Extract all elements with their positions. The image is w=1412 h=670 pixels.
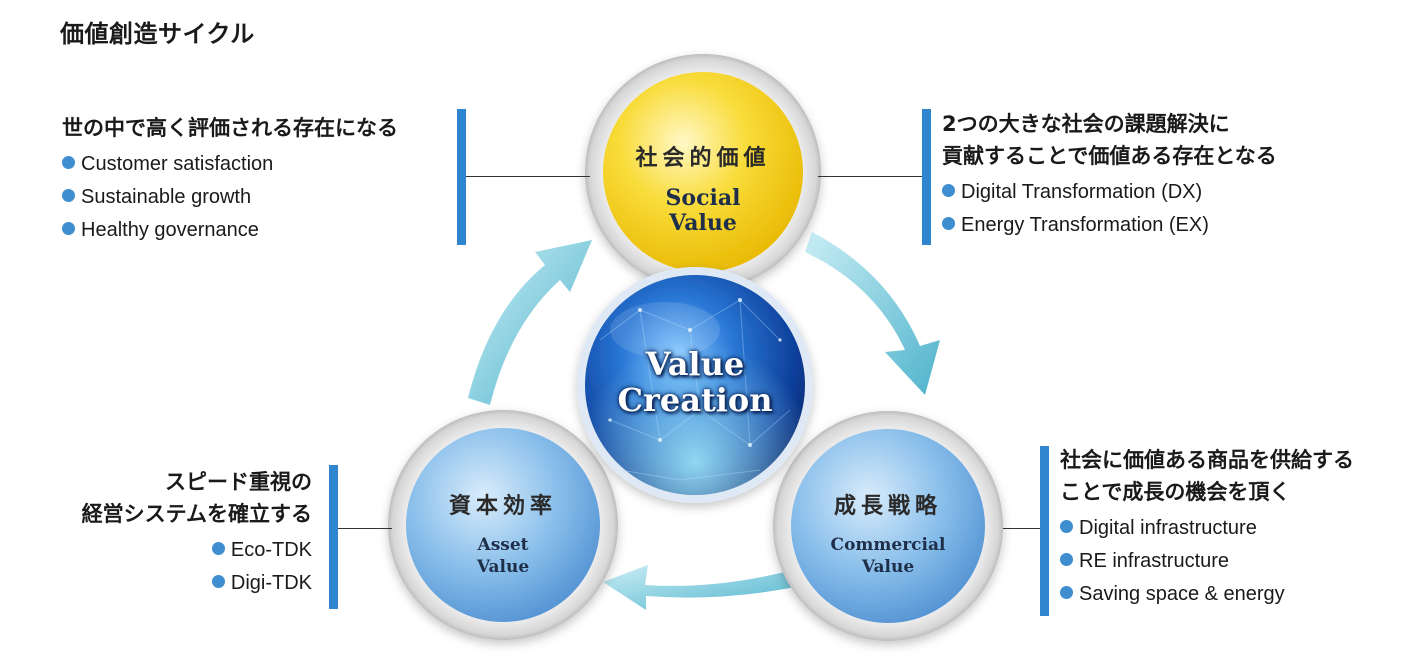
bullet-dot: [1060, 520, 1073, 533]
commercial-value-label: 成長戦略 Commercial Value: [788, 488, 988, 578]
bullet-dot: [1060, 586, 1073, 599]
value-creation-sphere: [577, 267, 813, 503]
panel-top-right-heading-line2: 貢献することで価値ある存在となる: [942, 144, 1277, 168]
list-item: Digital infrastructure: [1060, 512, 1354, 545]
panel-bottom-left-heading-line1: スピード重視の: [165, 470, 312, 494]
bullet-dot: [62, 222, 75, 235]
panel-top-left-list: Customer satisfaction Sustainable growth…: [62, 148, 398, 247]
panel-bottom-right-list: Digital infrastructure RE infrastructure…: [1060, 512, 1354, 611]
list-item-text: Digital Transformation (DX): [961, 181, 1203, 203]
bullet-dot: [211, 542, 225, 555]
accent-bar-top-left: [457, 109, 466, 245]
center-label-line2: Creation: [617, 381, 773, 419]
bullet-dot: [942, 184, 955, 197]
cycle-arrows: [468, 232, 940, 610]
commercial-value-jp: 成長戦略: [833, 494, 942, 519]
list-item: Energy Transformation (EX): [942, 209, 1277, 242]
social-value-en-line2: Value: [669, 210, 737, 236]
commercial-value-en-line2: Value: [861, 557, 915, 577]
asset-value-node: [388, 410, 618, 640]
bullet-dot: [62, 189, 75, 202]
bullet-dot: [211, 575, 225, 588]
arrow-commercial-to-asset: [603, 565, 805, 610]
social-value-en-line1: Social: [665, 185, 741, 211]
list-item: Digital Transformation (DX): [942, 176, 1277, 209]
asset-value-en-line1: Asset: [477, 535, 529, 555]
bullet-dot: [1060, 553, 1073, 566]
panel-bottom-left-list: Eco-TDK Digi-TDK: [40, 534, 312, 600]
bullet-dot: [62, 156, 75, 169]
accent-bar-bottom-left: [329, 465, 338, 609]
panel-bottom-left: スピード重視の 経営システムを確立する Eco-TDK Digi-TDK: [40, 466, 312, 600]
panel-top-right-heading-line1: 2つの大きな社会の課題解決に: [942, 112, 1230, 136]
social-value-label: 社会的価値 Social Value: [603, 140, 803, 236]
asset-value-en-line2: Value: [476, 557, 530, 577]
commercial-value-en-line1: Commercial: [830, 535, 946, 555]
asset-value-label: 資本効率 Asset Value: [403, 488, 603, 578]
list-item-text: Saving space & energy: [1079, 583, 1285, 605]
arrow-social-to-commercial: [805, 232, 940, 395]
accent-bar-top-right: [922, 109, 931, 245]
panel-bottom-left-heading-line2: 経営システムを確立する: [81, 502, 312, 526]
asset-value-jp: 資本効率: [448, 494, 557, 519]
center-label-line1: Value: [645, 345, 745, 383]
list-item: Healthy governance: [62, 214, 398, 247]
commercial-value-node: [773, 411, 1003, 641]
connector-top-right: [818, 176, 922, 177]
accent-bar-bottom-right: [1040, 446, 1049, 616]
list-item: Saving space & energy: [1060, 578, 1354, 611]
list-item-text: Energy Transformation (EX): [961, 214, 1209, 236]
panel-bottom-right: 社会に価値ある商品を供給する ことで成長の機会を頂く Digital infra…: [1060, 444, 1354, 611]
connector-top-left: [466, 176, 590, 177]
list-item-text: RE infrastructure: [1079, 550, 1230, 572]
arrow-asset-to-social: [468, 240, 592, 405]
panel-bottom-right-heading-line2: ことで成長の機会を頂く: [1060, 480, 1291, 504]
list-item-text: Sustainable growth: [81, 186, 252, 208]
social-value-node: [585, 54, 821, 290]
value-creation-label: Value Creation: [595, 346, 795, 418]
list-item-text: Digital infrastructure: [1079, 517, 1257, 539]
page-title: 価値創造サイクル: [60, 20, 255, 48]
list-item-text: Eco-TDK: [230, 539, 312, 561]
list-item: Digi-TDK: [40, 567, 312, 600]
list-item: Eco-TDK: [40, 534, 312, 567]
panel-top-right-list: Digital Transformation (DX) Energy Trans…: [942, 176, 1277, 242]
panel-bottom-right-heading-line1: 社会に価値ある商品を供給する: [1060, 448, 1354, 472]
panel-top-right: 2つの大きな社会の課題解決に 貢献することで価値ある存在となる Digital …: [942, 108, 1277, 242]
list-item: Customer satisfaction: [62, 148, 398, 181]
list-item: Sustainable growth: [62, 181, 398, 214]
list-item-text: Customer satisfaction: [81, 153, 274, 175]
list-item: RE infrastructure: [1060, 545, 1354, 578]
social-value-jp: 社会的価値: [635, 146, 771, 171]
list-item-text: Digi-TDK: [230, 572, 312, 594]
bullet-dot: [942, 217, 955, 230]
panel-top-left: 世の中で高く評価される存在になる Customer satisfaction S…: [62, 112, 398, 247]
connector-bottom-left: [338, 528, 392, 529]
connector-bottom-right: [1003, 528, 1040, 529]
list-item-text: Healthy governance: [81, 219, 259, 241]
panel-top-left-heading: 世の中で高く評価される存在になる: [62, 116, 398, 140]
